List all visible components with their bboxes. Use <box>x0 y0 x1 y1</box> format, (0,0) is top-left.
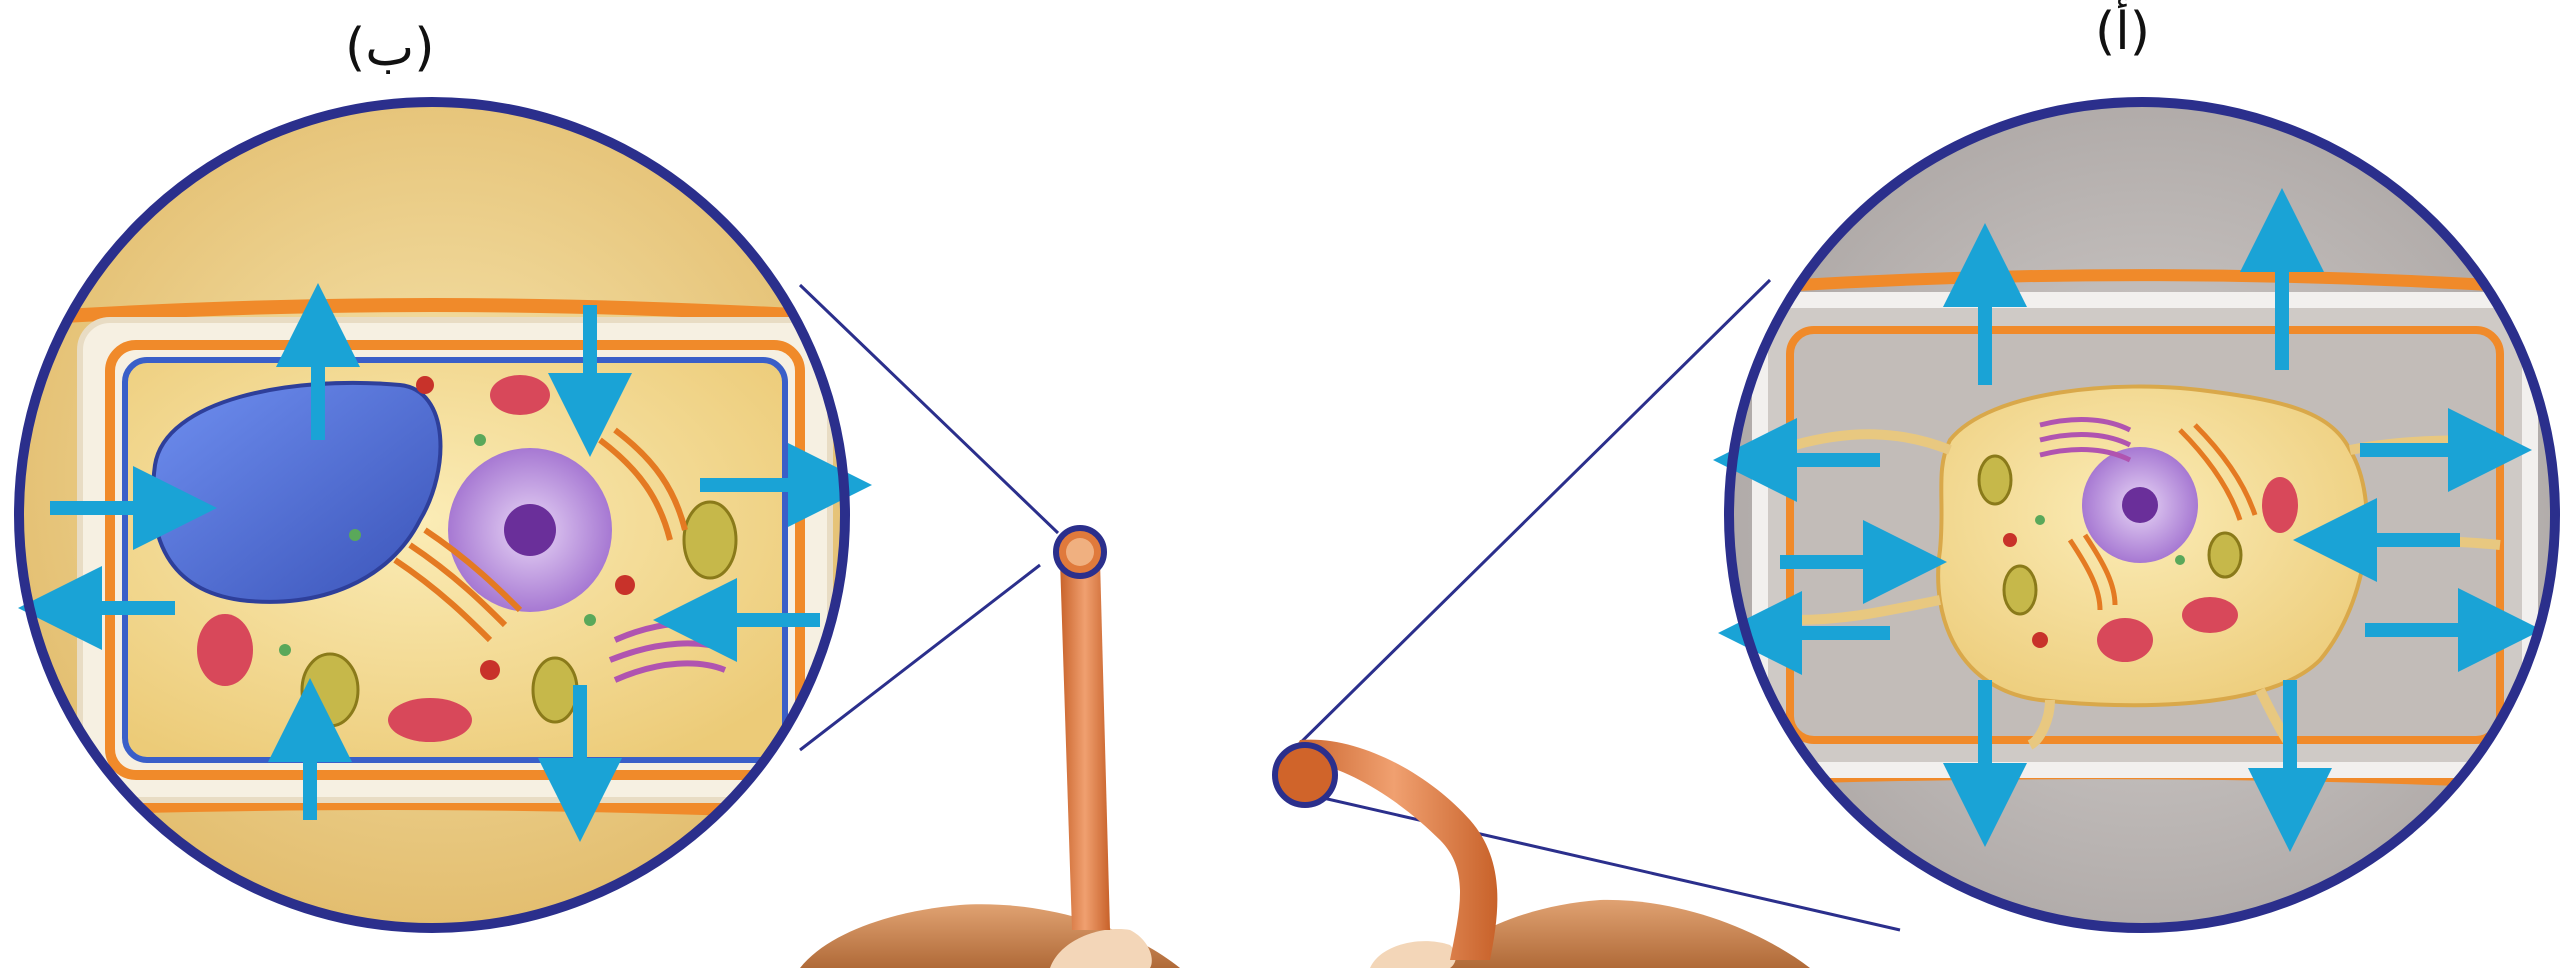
wilted-stem <box>1275 740 1497 960</box>
panel-label-a: (أ) <box>2095 2 2150 62</box>
plasmolyzed-cell-circle <box>1720 90 2569 950</box>
panel-label-b: (ب) <box>345 18 435 78</box>
upright-stem <box>1056 528 1110 930</box>
plant-base <box>800 900 1810 968</box>
turgid-cell-circle <box>0 90 880 950</box>
